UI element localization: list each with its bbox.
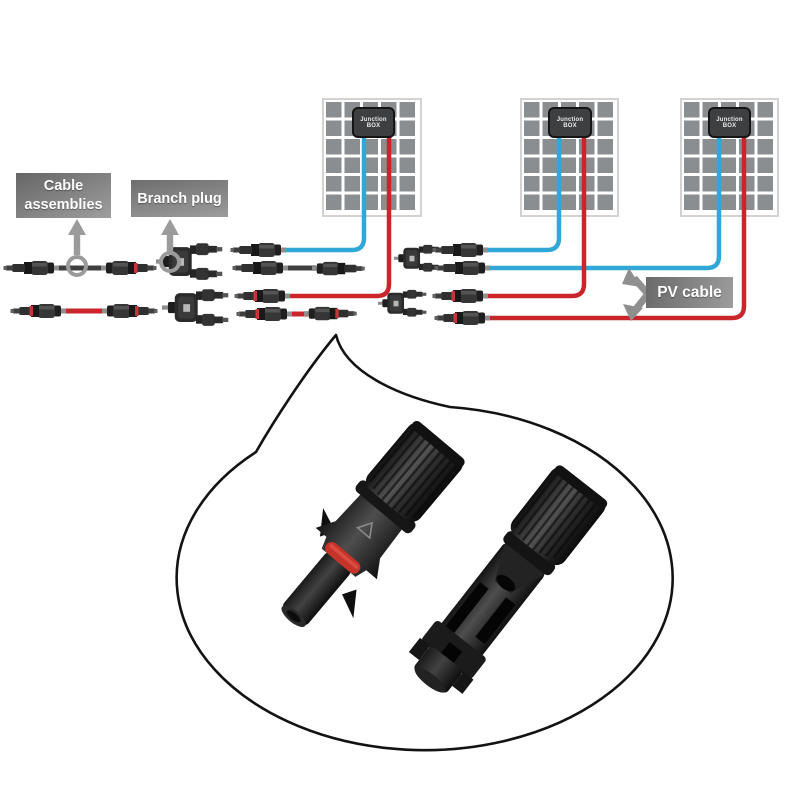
mc4-connector-graphic	[432, 243, 488, 257]
ring-circle-icon	[66, 255, 88, 277]
junction-box-2: Junction BOX	[548, 107, 592, 138]
mc4-connector-graphic	[230, 243, 286, 257]
latch-slot-left	[444, 581, 489, 635]
label-cable-assemblies-text: Cable assemblies	[24, 177, 103, 213]
solar-panel-2	[520, 98, 619, 217]
mc4-connector-graphic	[101, 261, 157, 275]
ring-circle-icon	[159, 251, 181, 273]
mc4-connector-graphic	[237, 307, 293, 321]
double-arrow-icon	[622, 268, 651, 321]
female-end-barrel	[414, 647, 462, 693]
label-branch-plug: Branch plug	[131, 180, 228, 217]
mc4-connector-graphic	[434, 261, 490, 275]
junction-box-1-label: Junction BOX	[360, 116, 387, 129]
label-pv-cable: PV cable	[646, 277, 733, 308]
label-pv-cable-text: PV cable	[657, 283, 722, 301]
cap-ribs	[513, 469, 600, 559]
mc4-male-connector-photo	[281, 420, 465, 628]
label-cable-assemblies: Cable assemblies	[16, 173, 111, 218]
junction-box-3-label: Junction BOX	[716, 116, 743, 129]
junction-box-1: Junction BOX	[352, 107, 395, 138]
junction-box-3: Junction BOX	[708, 107, 751, 138]
positive-wire-panel2	[484, 136, 587, 299]
female-end-face	[414, 667, 446, 693]
female-neck	[503, 531, 556, 576]
mc4-connector-graphic	[433, 289, 489, 303]
male-flange	[355, 480, 416, 534]
connector-row-bottom	[11, 289, 491, 326]
mc4-connector-graphic	[11, 304, 67, 318]
latch-slot-right	[475, 597, 516, 645]
speech-bubble	[175, 333, 674, 752]
locking-barb-right	[342, 589, 357, 619]
positive-wire-panel1	[288, 136, 392, 299]
cap-top	[554, 465, 608, 509]
mc4-connector-graphic	[102, 304, 158, 318]
mc4-connector-graphic	[235, 289, 291, 303]
mc4-connector-graphic	[304, 307, 357, 320]
positive-wire-panel3	[486, 136, 747, 321]
mc4-connector-graphic	[232, 261, 288, 275]
mc4-connector-graphic	[435, 311, 491, 325]
end-tab-left	[408, 637, 431, 661]
cap-top	[411, 420, 465, 467]
female-socket-hole	[496, 574, 516, 592]
o-ring-highlight	[328, 543, 359, 570]
negative-wire-panel1	[282, 136, 367, 253]
negative-wire-panel2	[484, 136, 562, 253]
male-tip-hole	[286, 610, 301, 623]
cap-ribs	[368, 425, 461, 519]
end-tab-right	[452, 671, 474, 694]
branch-plug-graphic	[156, 243, 223, 280]
male-pin-barrel	[282, 552, 351, 626]
pv-wiring	[282, 136, 747, 321]
branch-plug-graphic	[162, 289, 229, 326]
warning-triangle-icon	[355, 521, 373, 540]
mc4-connector-graphic	[3, 261, 59, 275]
negative-wire-panel3	[486, 136, 722, 271]
mc4-female-connector-photo	[408, 465, 608, 694]
label-branch-plug-text: Branch plug	[137, 190, 222, 207]
junction-box-2-label: Junction BOX	[556, 116, 584, 129]
mc4-connector-graphic	[312, 261, 365, 276]
up-arrow-icon	[68, 219, 86, 255]
